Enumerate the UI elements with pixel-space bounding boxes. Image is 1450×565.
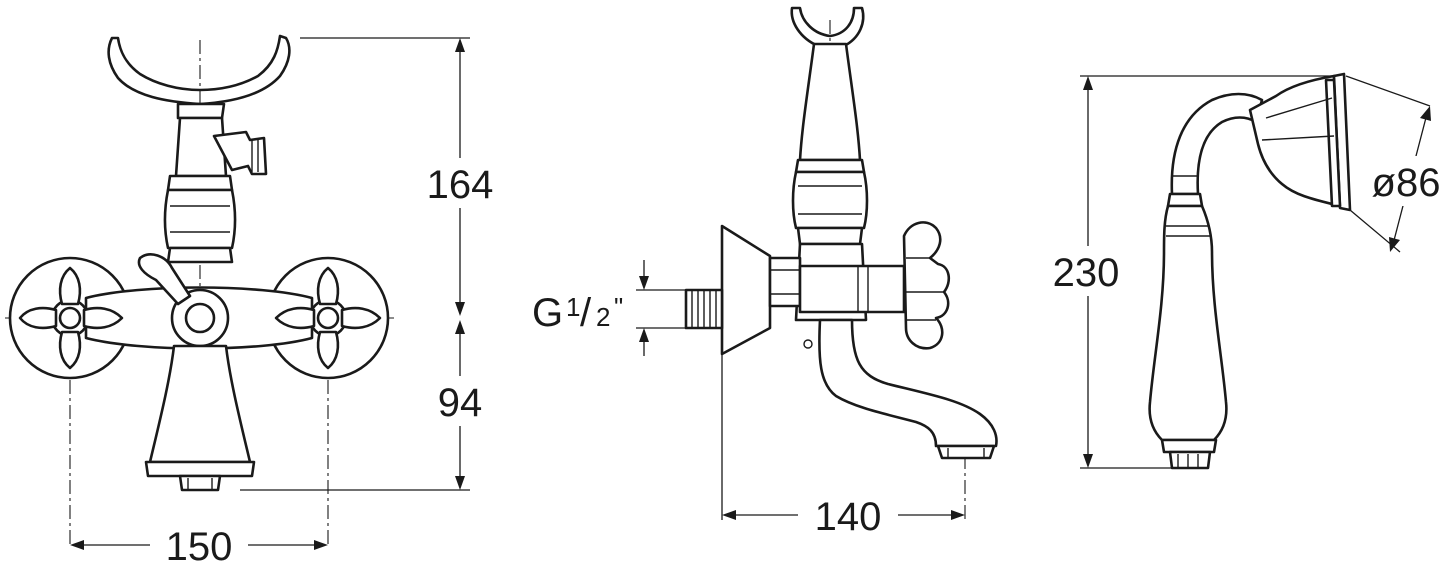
dimension-140-label: 140 [815, 495, 882, 539]
bath-mixer-front-view-icon [5, 34, 502, 565]
connection-fraction-numerator: 1 [566, 292, 580, 322]
dimension-94-label: 94 [438, 381, 483, 425]
connection-fraction-separator: / [580, 291, 592, 335]
connection-size-label: G [532, 291, 563, 335]
dimension-150-label: 150 [166, 525, 233, 565]
dimension-diameter-label: ø86 [1372, 161, 1441, 205]
dimension-164-label: 164 [427, 163, 494, 207]
dimension-230-label: 230 [1053, 251, 1120, 295]
connection-fraction-denominator: 2 [596, 302, 610, 332]
connection-inch-mark: " [614, 292, 623, 322]
handshower-icon [1040, 72, 1446, 470]
bath-mixer-side-view-icon [636, 6, 998, 538]
